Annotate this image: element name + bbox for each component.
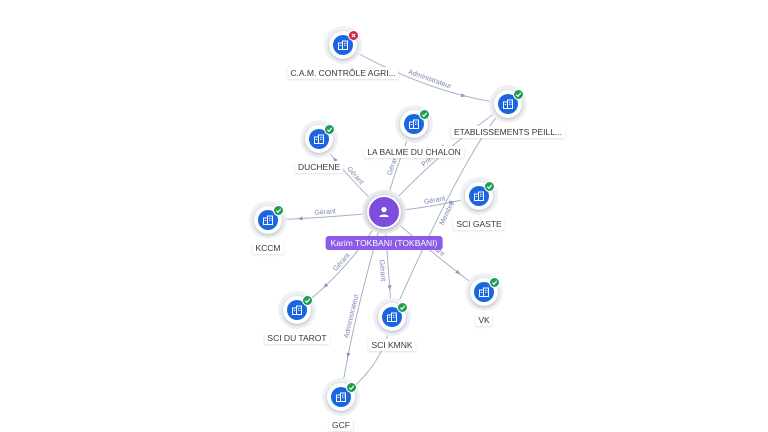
edge-arrow-icon [346,352,351,358]
edge-arrow-icon [297,216,303,221]
person-icon [367,195,401,229]
person-label[interactable]: Karim TOKBANI (TOKBANI) [325,236,443,250]
building-icon [498,94,518,114]
edge-arrow-icon [460,93,467,98]
company-label[interactable]: GCF [329,419,353,431]
building-icon [287,300,307,320]
active-check-icon [513,89,524,100]
active-check-icon [419,109,430,120]
company-label[interactable]: ETABLISSEMENTS PEILL... [450,126,566,138]
edge-arrow-icon [332,157,338,163]
active-check-icon [324,124,335,135]
building-icon [404,114,424,134]
building-icon [331,387,351,407]
company-label[interactable]: SCI GASTE [453,218,505,230]
edge-arrow-icon [323,283,329,288]
active-check-icon [273,205,284,216]
active-check-icon [484,181,495,192]
edge-arrow-icon [455,269,461,275]
active-check-icon [302,295,313,306]
company-label[interactable]: DUCHENE [294,161,344,173]
company-label[interactable]: C.A.M. CONTRÔLE AGRI... [287,67,399,79]
inactive-cross-icon [348,30,359,41]
company-label[interactable]: VK [475,314,493,326]
edge-label: Gérant [378,260,387,282]
edge-label: Gérant [424,195,446,206]
building-icon [382,307,402,327]
company-label[interactable]: KCCM [252,242,284,254]
active-check-icon [397,302,408,313]
active-check-icon [346,382,357,393]
edge-arrow-icon [387,285,392,291]
company-label[interactable]: LA BALME DU CHALON [364,146,464,158]
building-icon [309,129,329,149]
company-label[interactable]: SCI KMNK [368,339,416,351]
edge-label: Gérant [314,208,336,216]
active-check-icon [489,277,500,288]
building-icon [474,282,494,302]
company-label[interactable]: SCI DU TAROT [264,332,330,344]
building-icon [469,186,489,206]
building-icon [258,210,278,230]
building-icon [333,35,353,55]
edge-arrow-icon [448,200,455,205]
edge-label: Administrateur [343,293,360,339]
